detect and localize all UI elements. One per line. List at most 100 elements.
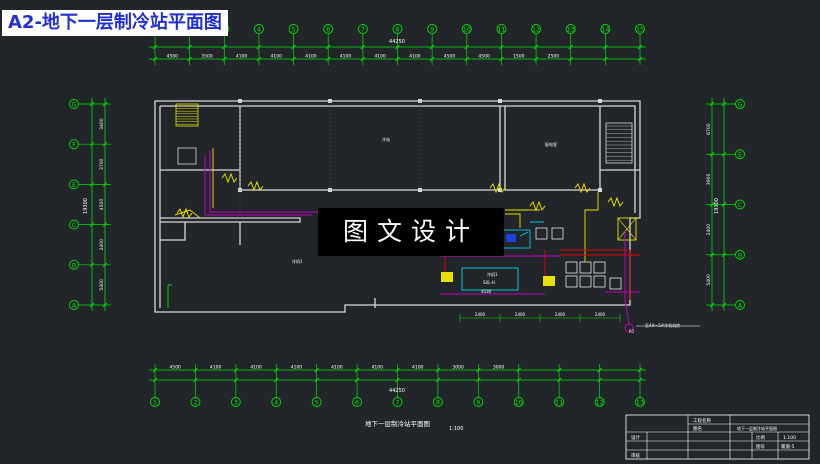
building-plan [154, 99, 641, 333]
dims-top-tick-a-14 [637, 44, 643, 50]
dims-bottom-axis-5 [352, 397, 363, 407]
plan-labels: 44250 44250 19300 19300 冷站 配电室 冷机1 冷机1 S… [83, 39, 720, 432]
dims-right-tick-a-0 [709, 101, 715, 107]
dims-top-axis-10-label: 11 [497, 26, 505, 34]
dims-top-tick-b-10 [499, 56, 504, 62]
dims-right-axis-3-label: B [738, 251, 742, 259]
room-label-2: 配电室 [545, 141, 557, 147]
pipe-yellow-right [584, 192, 599, 262]
dims-top-tick-b-0 [152, 56, 158, 62]
flex-connector-5 [529, 200, 546, 212]
lower-dim-0: 2400 [475, 312, 486, 317]
dims-left-tick-b-5 [102, 302, 108, 308]
dims-bottom-dim-8: 3000 [493, 365, 505, 371]
pump-4 [593, 261, 606, 274]
dims-right-tick-a-3 [709, 252, 715, 258]
dims-bottom-tick-a-3 [273, 367, 279, 373]
pipe-magenta-left [204, 150, 318, 216]
dims-right-tick-a-1 [709, 151, 715, 157]
dims-bottom-tick-b-1 [193, 377, 198, 383]
dims-bottom-dim-0: 4500 [169, 365, 181, 371]
dims-bottom-axis-0-label: 1 [153, 399, 157, 407]
dims-bottom-axis-3-label: 4 [274, 399, 278, 407]
tb-designer: 设计 [631, 434, 640, 441]
dims-top-tick-a-2 [221, 44, 227, 50]
dims-bottom-dim-4: 4100 [331, 365, 343, 371]
dims-top-axis-11-label: 12 [532, 26, 540, 34]
dims-top-axis-3 [253, 24, 264, 34]
dims-top-tick-a-8 [429, 44, 435, 50]
flex-connector-6 [607, 196, 624, 208]
pump-motor-blue [506, 234, 516, 242]
pipe-yellow-left [174, 209, 201, 219]
dims-top-dim-9: 4500 [478, 54, 490, 60]
dims-top-tick-b-5 [325, 56, 331, 62]
dims-right-tick-b-4 [721, 302, 727, 308]
dims-top-axis-7 [392, 24, 403, 34]
dims-right-tick-b-3 [721, 252, 727, 258]
dims-bottom-tick-b-4 [314, 377, 319, 383]
dims-right-axis-1-label: E [738, 151, 742, 159]
dims-left-dim-3: 2400 [99, 239, 105, 251]
dims-bottom-axis-6-label: 7 [395, 399, 399, 407]
pipe-red-h [560, 249, 640, 256]
dims-right-tick-b-0 [721, 101, 727, 107]
dims-bottom-tick-a-9 [516, 367, 522, 373]
dims-left-tick-a-2 [89, 182, 95, 187]
pump-3 [579, 261, 592, 274]
dims-top-tick-a-6 [360, 44, 366, 50]
dims-top-tick-a-5 [325, 44, 331, 50]
tb-scale-label: 比例 [756, 434, 765, 441]
dims-top-dim-7: 4100 [409, 54, 421, 60]
dims-top-tick-b-4 [291, 56, 296, 62]
elevator-box [617, 217, 637, 241]
dims-right-dim-3: 5400 [706, 274, 712, 286]
dims-bottom-tick-b-10 [556, 377, 562, 383]
pump-2 [565, 261, 578, 274]
dims-bottom-tick-b-2 [233, 377, 239, 383]
flex-connector-4 [176, 207, 193, 219]
dims-top-tick-a-3 [256, 44, 262, 50]
dims-bottom-tick-b-6 [395, 377, 400, 383]
dims-top-dim-2: 4100 [236, 54, 248, 60]
dims-bottom-dim-5: 4100 [372, 365, 384, 371]
dims-top-axis-12 [565, 24, 576, 34]
lower-dim-3: 2400 [595, 312, 606, 317]
dims-left-axis-0 [69, 99, 79, 109]
dims-top-axis-13 [600, 24, 611, 34]
dims-top-axis-9 [461, 24, 472, 34]
dims-right-axis-4-label: A [738, 302, 743, 310]
dims-top-tick-b-2 [221, 56, 227, 62]
dims-top-axis-4 [288, 24, 299, 34]
dims-top-tick-b-1 [187, 56, 192, 62]
dims-bottom-tick-b-7 [435, 377, 441, 383]
dims-bottom-axis-7-label: 8 [436, 399, 440, 407]
total-dim-top: 44250 [389, 39, 405, 45]
dims-left-axis-1-label: F [72, 141, 76, 149]
dims-top-axis-8-label: 9 [430, 26, 434, 34]
room-label-1: 冷站 [382, 136, 390, 142]
tb-drawing-label: 图名 [693, 425, 702, 432]
dims-bottom-tick-a-5 [354, 367, 360, 373]
dims-bottom-axis-12-label: 13 [636, 399, 644, 407]
column-9 [598, 188, 602, 192]
dims-left-tick-b-2 [102, 182, 108, 187]
dims-top-axis-5 [323, 24, 334, 34]
dims-top-tick-b-3 [256, 56, 262, 62]
dims-top-axis-11 [531, 24, 542, 34]
total-dim-left: 19300 [83, 198, 89, 214]
dims-bottom-axis-5-label: 6 [355, 399, 359, 407]
stair-right [605, 122, 633, 164]
lower-dim-2: 2400 [555, 312, 566, 317]
riser-tag: R1 [629, 329, 635, 334]
dims-bottom-axis-2-label: 3 [234, 399, 238, 407]
dims-bottom-tick-b-11 [597, 377, 602, 383]
dims-left-dim-4: 5400 [99, 279, 105, 291]
dims-top-axis-7-label: 8 [395, 26, 399, 34]
outer-wall [154, 100, 641, 313]
dims-left-axis-4 [69, 259, 79, 270]
dims-right-dim-1: 3900 [706, 174, 712, 186]
dims-left-axis-4-label: B [72, 261, 76, 269]
